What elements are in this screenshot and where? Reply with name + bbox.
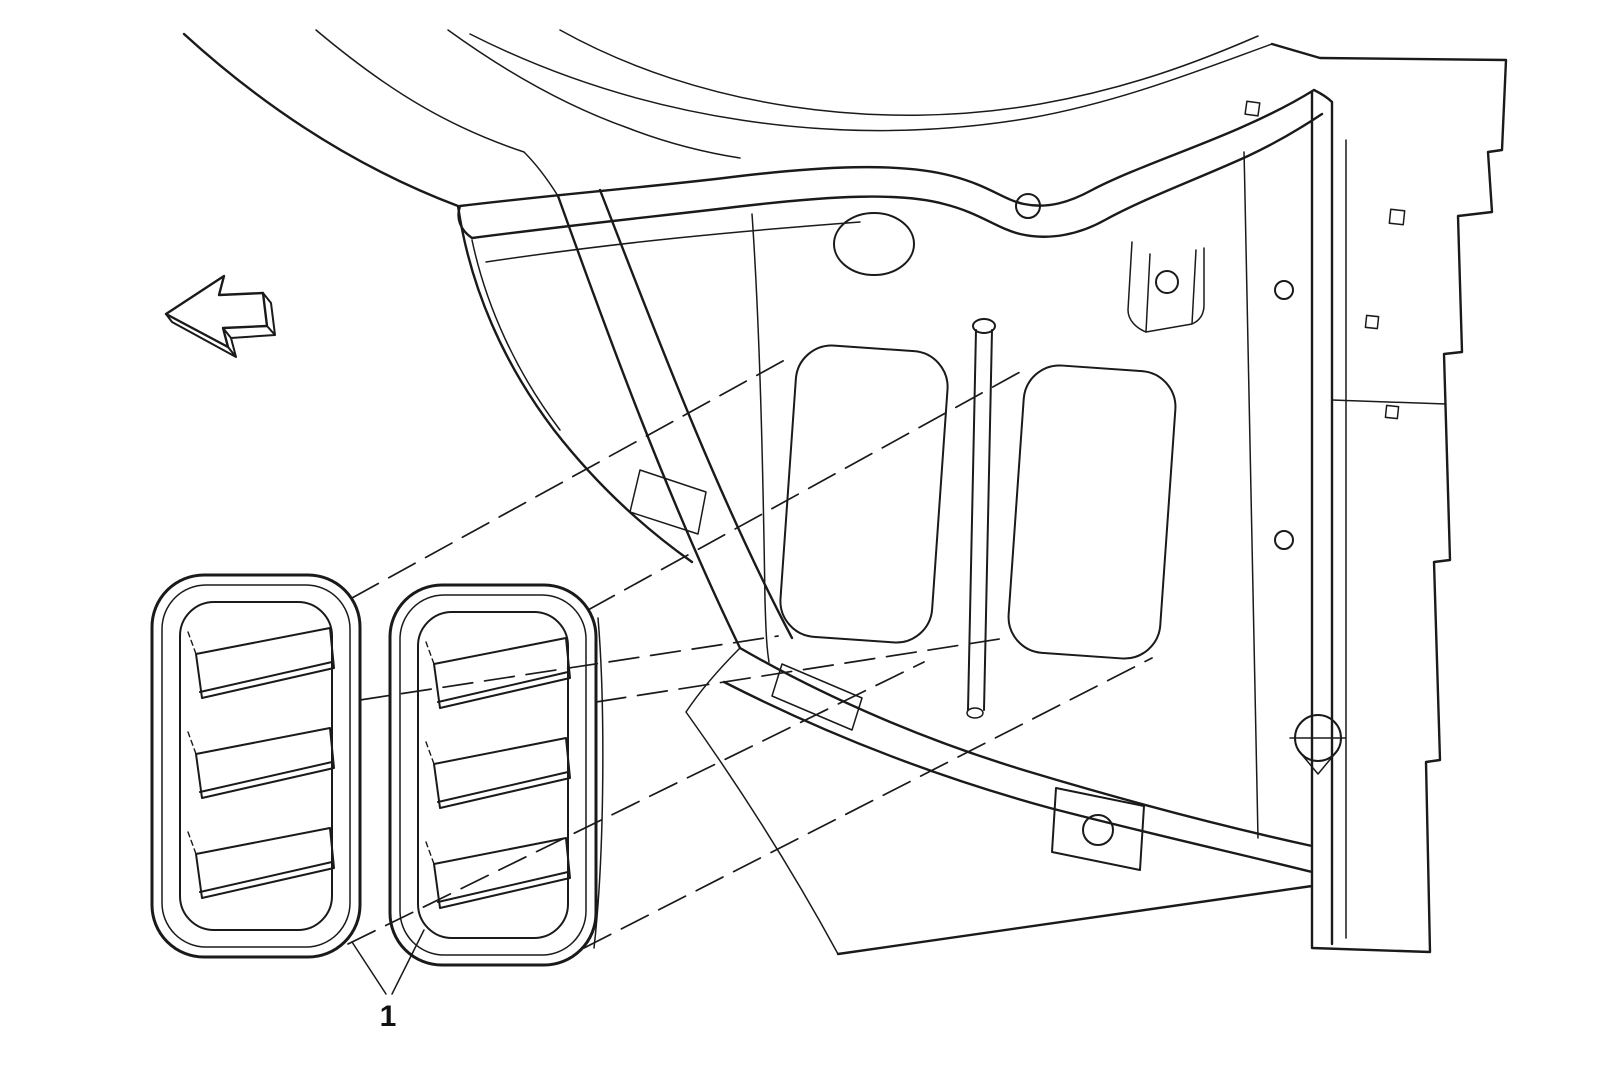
vent-frame-inner-edge [161,584,351,948]
vent-louvers [195,627,335,899]
vent-opening [417,611,569,939]
pressure-relief-vent-rear [150,573,362,959]
support-rod [966,318,996,719]
panel-opening-front [779,344,949,644]
square-hole-2 [1388,208,1406,226]
main-outlines [182,32,1508,956]
vent-side-thickness [593,617,604,949]
floor-bracket [1051,787,1145,871]
vent-outer-frame [388,583,598,967]
callout-label: 1 [380,1000,397,1033]
drain-plug-circle [1294,714,1342,762]
support-rod-lines [967,329,993,711]
vent-frame-inner-edge [399,594,587,956]
panel-hole-lower [1274,530,1294,550]
view-direction-arrow-icon [164,274,276,358]
vent-hidden-edges [425,641,435,865]
callout-1: 1 [351,929,425,1033]
body-structure [182,29,1508,956]
beam-oval-hole [833,212,915,276]
vent-outer-frame [150,573,362,959]
square-hole-1 [1244,100,1261,117]
vent-opening [179,601,333,931]
support-rod-top-cap [972,318,996,334]
projection-lines [347,355,1153,949]
bracket-hole [1155,270,1179,294]
panel-hole-upper [1274,280,1294,300]
pressure-relief-vent-front [388,583,604,967]
callout-leader-lines [351,929,425,995]
panel-opening-rear [1007,364,1177,660]
floor-bracket-outline [1051,787,1145,871]
detail-lines [315,29,1447,955]
arrow-depth-edge [165,292,276,358]
square-hole-4 [1384,404,1400,420]
floor-bracket-hole [1082,814,1114,846]
beam-round-hole [1015,193,1041,219]
square-hole-3 [1364,314,1380,330]
vent-hidden-edges [187,631,197,855]
arrow-face [164,274,269,349]
support-rod-bottom-cap [966,707,984,719]
vent-mounting-openings [779,344,1177,660]
vent-louvers [433,637,571,909]
panel-holes [833,100,1406,762]
